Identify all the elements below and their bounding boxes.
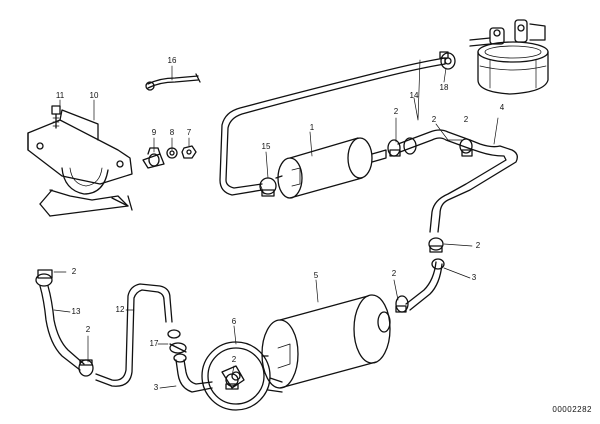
callout-pump-bracket: 6 (231, 317, 237, 326)
fuel-filter-1 (275, 137, 387, 199)
callout-hose-bottom-short: 3 (153, 383, 159, 392)
callout-clamp-pump-left: 2 (463, 115, 469, 124)
hose-3-bottom (173, 353, 213, 393)
fuel-line-12 (95, 283, 173, 387)
callout-clamp-left-top: 2 (71, 267, 77, 276)
callout-fuel-filter: 1 (309, 123, 315, 132)
clip-17 (167, 329, 187, 354)
callout-clip-top: 16 (167, 56, 177, 65)
return-line-14 (219, 57, 446, 196)
clamp-bottom-center (225, 373, 239, 390)
callout-fuel-pump: 5 (313, 271, 319, 280)
clip-16 (145, 73, 201, 91)
screw-11 (51, 105, 61, 129)
callout-clamp-upper: 15 (261, 142, 271, 151)
clamp-filter-out (387, 139, 401, 157)
clamp-18 (439, 51, 456, 70)
fuel-pump-5 (261, 294, 391, 389)
nut-7 (181, 145, 197, 159)
hose-3-right (395, 258, 445, 313)
leader-lines (53, 59, 499, 389)
callout-hose-left-short: 13 (71, 307, 81, 316)
callout-clamp-filter-out: 2 (393, 107, 399, 116)
clamp-15 (259, 177, 277, 197)
clamp-in (459, 138, 473, 157)
clamp-right-mid (428, 237, 444, 253)
callout-nut: 7 (186, 128, 192, 137)
callout-clamp-filter-in: 2 (431, 115, 437, 124)
drawing-code: 00002282 (552, 405, 592, 414)
callout-fuel-line-left: 12 (115, 305, 125, 314)
hose-13-left (35, 269, 85, 371)
callout-grommet: 9 (151, 128, 157, 137)
grommet-9 (142, 147, 165, 169)
callout-clamp-tank: 18 (439, 83, 449, 92)
callout-clamp-left-low: 2 (85, 325, 91, 334)
callout-washer: 8 (169, 128, 175, 137)
holder-10 (27, 109, 133, 217)
hose-4 (397, 129, 518, 233)
fuel-tank-sender (469, 19, 549, 95)
callout-hose-right-upper: 4 (499, 103, 505, 112)
callout-clamp-right-mid: 2 (475, 241, 481, 250)
callout-clamp-pump-right: 2 (391, 269, 397, 278)
callout-hose-lower-right: 3 (471, 273, 477, 282)
callout-return-line: 14 (409, 91, 419, 100)
callout-clip-small: 17 (149, 339, 159, 348)
callout-holder: 10 (89, 91, 99, 100)
callout-clamp-bottom-center: 2 (231, 355, 237, 364)
pump-bracket-6 (201, 341, 283, 411)
clamp-left-low (78, 359, 94, 377)
callout-screw: 11 (55, 91, 65, 100)
